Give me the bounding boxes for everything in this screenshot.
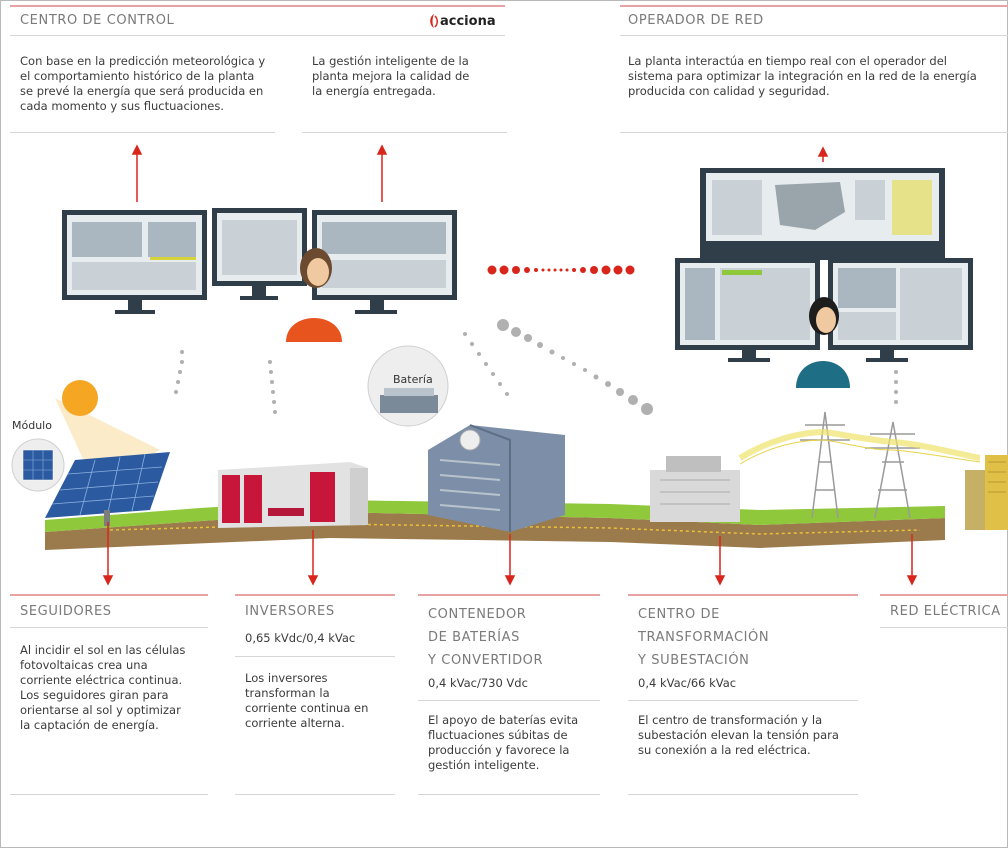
city-buildings-icon: [965, 455, 1008, 530]
header-divider-right: [620, 35, 1008, 36]
text-line: su conexión a la red eléctrica.: [638, 743, 811, 757]
trackers-title: SEGUIDORES: [20, 604, 112, 619]
monitor-icon: [212, 208, 307, 300]
text-line: la energía entregada.: [312, 84, 436, 98]
substation-text: El centro de transformación y la subesta…: [638, 713, 858, 758]
sun-icon: [62, 380, 98, 416]
divider: [10, 627, 208, 628]
title-line: CENTRO DE: [638, 607, 720, 622]
plant-illustration: [11, 144, 1008, 586]
grid-title: RED ELÉCTRICA: [890, 604, 1001, 619]
divider: [620, 132, 1008, 133]
text-line: Los inversores: [245, 671, 328, 685]
header-divider-left: [10, 35, 505, 36]
battery-icon: [367, 345, 449, 427]
monitor-icon: [828, 258, 973, 362]
text-line: producida con calidad y seguridad.: [628, 84, 830, 98]
control-center-title: CENTRO DE CONTROL: [20, 13, 175, 28]
text-line: el comportamiento histórico de la planta: [20, 69, 255, 83]
section-rule: [880, 594, 1008, 596]
text-line: sistema para optimizar la integración en…: [628, 69, 977, 83]
section-rule: [418, 594, 600, 596]
text-line: fluctuaciones súbitas de: [428, 728, 568, 742]
title-line: Y CONVERTIDOR: [428, 653, 544, 668]
acciona-logo-icon: [428, 13, 440, 29]
inverter-building-icon: [218, 462, 368, 528]
inverters-spec: 0,65 kVdc/0,4 kVac: [245, 631, 356, 645]
solar-panel-icon: [11, 438, 170, 526]
section-rule: [235, 594, 395, 596]
divider: [628, 794, 858, 795]
link-dots: [487, 265, 635, 275]
batteries-text: El apoyo de baterías evita fluctuaciones…: [428, 713, 598, 773]
text-line: La gestión inteligente de la: [312, 54, 469, 68]
transformer-icon: [650, 456, 740, 522]
divider: [10, 132, 275, 133]
batteries-spec: 0,4 kVac/730 Vdc: [428, 676, 528, 690]
acciona-logo: acciona: [428, 10, 496, 29]
text-line: fotovoltaicas crea una: [20, 658, 148, 672]
substation-spec: 0,4 kVac/66 kVac: [638, 676, 737, 690]
battery-label: Batería: [393, 373, 433, 386]
title-line: CONTENEDOR: [428, 607, 527, 622]
text-line: corriente alterna.: [245, 716, 345, 730]
section-rule: [10, 594, 208, 596]
title-line: DE BATERÍAS: [428, 630, 520, 645]
divider: [302, 132, 507, 133]
acciona-logo-text: acciona: [440, 14, 496, 29]
text-line: producción y favorece la: [428, 743, 570, 757]
text-line: transforman la: [245, 686, 330, 700]
module-label: Módulo: [12, 419, 52, 432]
control-center-text-left: Con base en la predicción meteorológica …: [20, 54, 290, 114]
text-line: orientarse al sol y optimizar: [20, 703, 181, 717]
divider: [880, 627, 1008, 628]
text-line: planta mejora la calidad de: [312, 69, 470, 83]
text-line: Al incidir el sol en las células: [20, 643, 186, 657]
text-line: El centro de transformación y la: [638, 713, 823, 727]
inverters-title: INVERSORES: [245, 604, 335, 619]
text-line: cada momento y sus fluctuaciones.: [20, 99, 225, 113]
divider: [418, 700, 600, 701]
header-rule-right: [620, 5, 1008, 7]
downward-arrows: [102, 522, 918, 586]
section-rule: [628, 594, 858, 596]
trackers-text: Al incidir el sol en las células fotovol…: [20, 643, 205, 733]
text-line: se prevé la energía que será producida e…: [20, 84, 264, 98]
monitor-icon: [700, 168, 945, 260]
inverters-text: Los inversores transforman la corriente …: [245, 671, 395, 731]
monitor-icon: [62, 210, 207, 314]
operator-person-icon: [286, 248, 342, 342]
divider: [235, 656, 395, 657]
text-line: Con base en la predicción meteorológica …: [20, 54, 266, 68]
text-line: la captación de energía.: [20, 718, 159, 732]
text-line: subestación elevan la tensión para: [638, 728, 839, 742]
monitor-icon: [312, 210, 457, 314]
operator-person-icon: [796, 297, 850, 388]
data-links: [174, 319, 898, 415]
title-line: TRANSFORMACIÓN: [638, 630, 770, 645]
divider: [628, 700, 858, 701]
text-line: Los seguidores giran para: [20, 688, 169, 702]
text-line: corriente eléctrica continua.: [20, 673, 183, 687]
upward-arrows: [131, 144, 829, 202]
monitor-icon: [675, 258, 820, 362]
text-line: El apoyo de baterías evita: [428, 713, 579, 727]
text-line: gestión inteligente.: [428, 758, 540, 772]
grid-operator-text: La planta interactúa en tiempo real con …: [628, 54, 1003, 99]
divider: [418, 794, 600, 795]
container-icon: [428, 424, 565, 532]
grid-operator-title: OPERADOR DE RED: [628, 13, 764, 28]
text-line: La planta interactúa en tiempo real con …: [628, 54, 947, 68]
divider: [10, 794, 208, 795]
divider: [235, 794, 395, 795]
power-tower-icon: [800, 411, 920, 519]
header-rule-left: [10, 5, 505, 7]
substation-title: CENTRO DE TRANSFORMACIÓN Y SUBESTACIÓN: [638, 603, 769, 672]
text-line: corriente continua en: [245, 701, 369, 715]
batteries-title: CONTENEDOR DE BATERÍAS Y CONVERTIDOR: [428, 603, 543, 672]
control-center-text-right: La gestión inteligente de la planta mejo…: [312, 54, 502, 99]
title-line: Y SUBESTACIÓN: [638, 653, 750, 668]
